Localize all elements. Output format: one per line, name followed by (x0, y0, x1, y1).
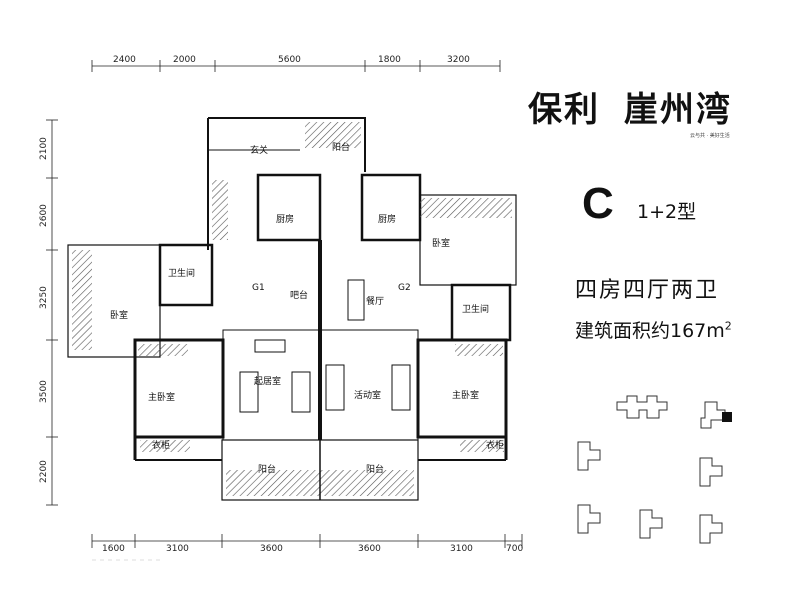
room-balcony-bottom-right: 阳台 (366, 463, 384, 475)
walls (67, 117, 517, 501)
bottom-dimension-chain: 1600 3100 3600 3600 3100 700 (91, 534, 523, 561)
room-bath-right: 卫生间 (462, 303, 489, 315)
dim-bottom-5: 3100 (450, 544, 473, 554)
room-kitchen-right: 厨房 (378, 213, 396, 225)
brand-project: 崖州湾 (624, 90, 732, 130)
dim-left-5: 2200 (39, 460, 49, 483)
room-balcony-bottom-left: 阳台 (258, 463, 276, 475)
dim-bottom-6: 700 (506, 544, 523, 554)
dim-bottom-2: 3100 (166, 544, 189, 554)
room-g1: G1 (252, 283, 265, 293)
key-plan (577, 395, 732, 544)
room-entry: 玄关 (250, 144, 268, 156)
dim-top-2: 2000 (173, 55, 196, 65)
dim-bottom-4: 3600 (358, 544, 381, 554)
room-dining: 餐厅 (366, 295, 384, 307)
room-labels: 玄关 阳台 厨房 厨房 卧室 卫生间 卧室 G1 吧台 餐厅 G2 卫生间 主卧… (110, 141, 504, 475)
unit-layout: 四房四厅两卫 (575, 278, 720, 303)
dim-bottom-1: 1600 (102, 544, 125, 554)
unit-type-variant: 1+2型 (637, 201, 697, 223)
unit-type-letter: C (582, 179, 614, 228)
dim-left-3: 3250 (39, 286, 49, 309)
room-bedroom-left: 卧室 (110, 309, 128, 321)
left-dimension-chain: 2100 2600 3250 3500 2200 (39, 119, 58, 506)
room-bedroom-right: 卧室 (432, 237, 450, 249)
dim-top-1: 2400 (113, 55, 136, 65)
room-g2: G2 (398, 283, 411, 293)
room-master-right: 主卧室 (452, 389, 479, 401)
dim-top-4: 1800 (378, 55, 401, 65)
brand-logo: 保利崖州湾 (528, 82, 732, 131)
unit-area-sup: 2 (724, 319, 732, 333)
room-master-left: 主卧室 (148, 391, 175, 403)
unit-area: 建筑面积约167m2 (575, 316, 732, 343)
room-balcony-top: 阳台 (332, 141, 350, 153)
room-wardrobe-right: 衣柜 (486, 439, 504, 451)
unit-area-label: 建筑面积约167m (575, 320, 725, 342)
dim-left-2: 2600 (39, 204, 49, 227)
room-wardrobe-left: 衣柜 (152, 439, 170, 451)
room-kitchen-left: 厨房 (276, 213, 294, 225)
brand-subtitle: 云与共 · 美好生活 (690, 133, 730, 139)
dim-left-4: 3500 (39, 380, 49, 403)
room-activity: 活动室 (354, 389, 381, 401)
key-plan-highlight (722, 412, 732, 422)
dim-left-1: 2100 (39, 137, 49, 160)
dim-top-3: 5600 (278, 55, 301, 65)
room-bath-left: 卫生间 (168, 267, 195, 279)
top-dimension-chain: 2400 2000 5600 1800 3200 (91, 55, 501, 72)
brand-name: 保利 (528, 90, 600, 130)
room-living: 起居室 (254, 375, 281, 387)
dim-bottom-3: 3600 (260, 544, 283, 554)
dim-top-5: 3200 (447, 55, 470, 65)
room-bar: 吧台 (290, 289, 308, 301)
